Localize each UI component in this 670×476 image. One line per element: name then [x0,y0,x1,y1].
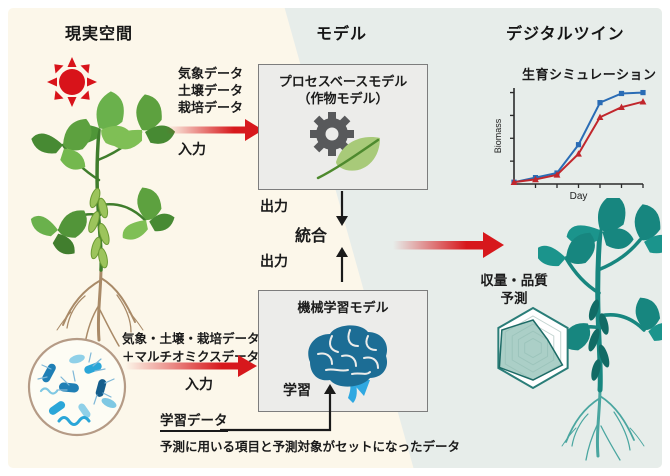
up-arrow [336,247,348,282]
input-arrow-top [166,119,263,141]
output-label-bottom: 出力 [260,253,288,269]
training-data-connector-arrow [220,384,336,432]
leaf-clusters [30,91,175,255]
diagram-canvas: 現実空間 モデル デジタルツイン [8,8,662,468]
input-line-combined: 気象・土壌・栽培データ [122,332,260,346]
input-label-top: 入力 [178,141,206,157]
yield-radar-hexagon [497,306,569,390]
process-model-title-line1: プロセスベースモデル [278,74,408,89]
input-label-bottom: 入力 [185,376,213,392]
svg-text:Day: Day [570,191,588,202]
sun-icon [47,57,97,107]
process-model-title-line2: （作物モデル） [297,91,389,106]
training-data-label: 学習データ [160,412,228,432]
soybean-pods [88,187,110,269]
input-arrow-bottom [125,355,257,377]
header-real-space: 現実空間 [65,26,134,43]
brain-icon [308,325,388,403]
microbes [37,352,117,426]
yield-quality-label: 収量・品質 予測 [480,273,548,306]
input-line-cultivation: 栽培データ [178,100,244,115]
down-arrow [336,191,348,226]
output-label-top: 出力 [260,198,288,214]
input-line-multiomics: ＋マルチオミクスデータ [122,350,260,364]
input-data-list-top: 気象データ 土壌データ 栽培データ [178,65,243,116]
growth-chart-title: 生育シミュレーション [522,67,657,82]
ml-model-title: 機械学習モデル [297,300,389,315]
training-data-description: 予測に用いる項目と予測対象がセットになったデータ [160,440,461,454]
svg-text:Biomass: Biomass [494,118,503,153]
soil-microbes-illustration [27,337,127,437]
gear-leaf-icon [310,112,380,180]
input-data-list-bottom: 気象・土壌・栽培データ ＋マルチオミクスデータ [122,330,260,366]
leaf-icon [316,137,380,180]
digital-pods [588,299,610,381]
integration-label: 統合 [295,228,328,245]
header-model: モデル [316,26,368,43]
input-line-weather: 気象データ [178,66,244,81]
brain-gyri [317,329,379,375]
input-line-soil: 土壌データ [178,83,244,98]
soybean-plant-illustration [30,91,175,347]
gear-icon [310,112,354,156]
learn-label: 学習 [283,382,311,398]
header-digital-twin: デジタルツイン [506,26,625,43]
integration-arrow-right [393,232,504,258]
